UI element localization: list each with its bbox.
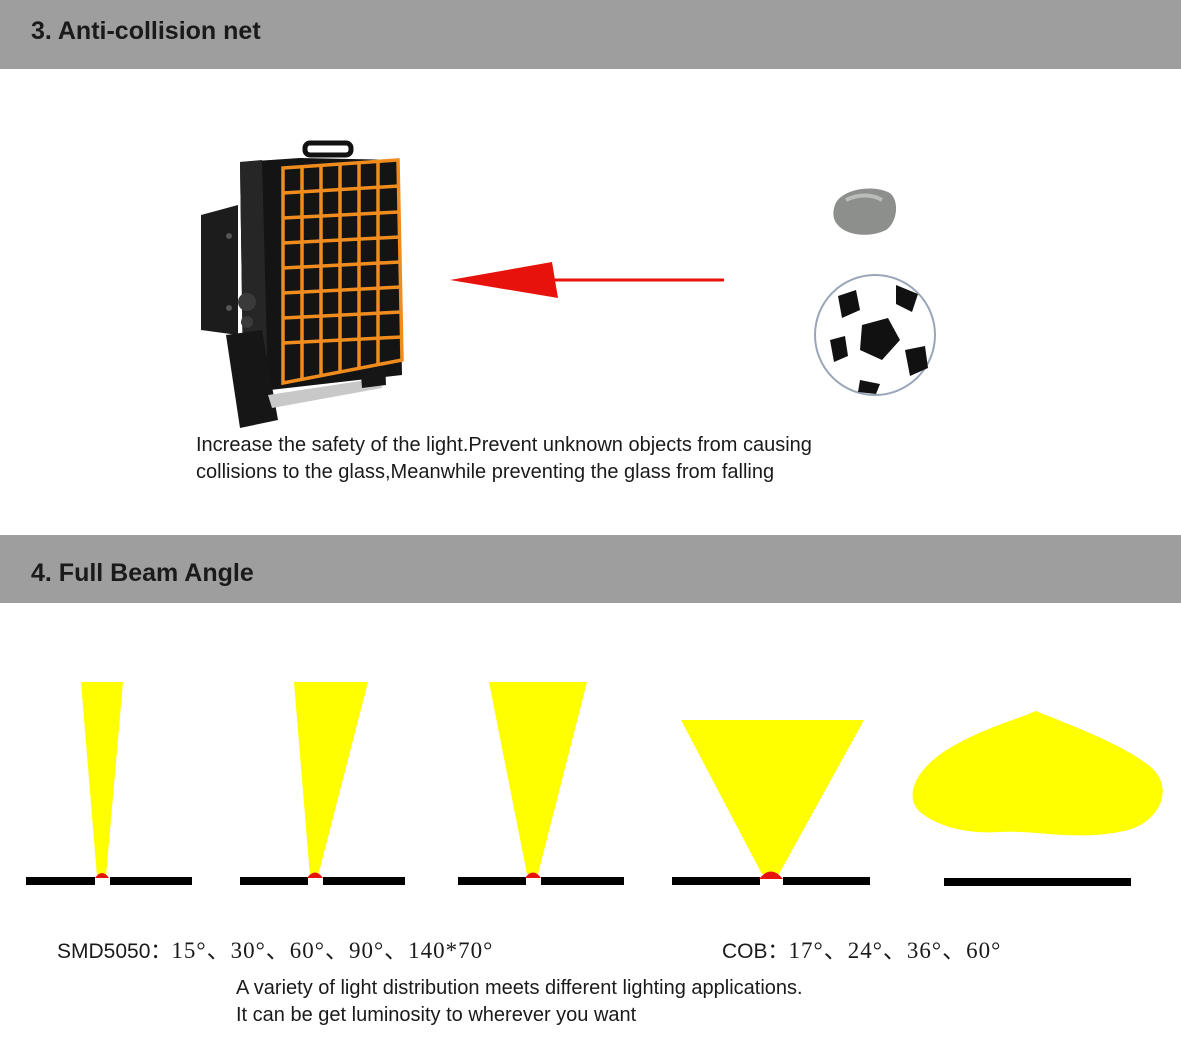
anti-collision-net (281, 158, 404, 386)
screw-icon (226, 233, 232, 239)
section-header-anti-collision: 3. Anti-collision net (0, 0, 1181, 69)
section-header-beam-angle: 4. Full Beam Angle (0, 535, 1181, 603)
screw-icon (226, 305, 232, 311)
mount-bracket (226, 330, 278, 428)
beam-30-diagram (240, 682, 405, 885)
cob-label: COB： (722, 940, 789, 963)
section-title: 3. Anti-collision net (31, 17, 261, 45)
smd-spec: SMD5050：15°、30°、60°、90°、140*70° (57, 931, 493, 965)
caption-line: A variety of light distribution meets di… (236, 977, 803, 999)
beam-15-diagram (26, 682, 192, 885)
mount-rod (268, 378, 382, 408)
beam-60-diagram (458, 682, 624, 885)
light-back-plate (201, 205, 238, 335)
handle (302, 140, 354, 158)
caption-line: It can be get luminosity to wherever you… (236, 1004, 637, 1026)
section-title: 4. Full Beam Angle (31, 559, 254, 587)
smd-angles: 15°、30°、60°、90°、140*70° (171, 938, 494, 963)
impact-arrow-icon (450, 262, 724, 298)
knob-icon (241, 316, 253, 328)
soccer-ball-icon (814, 274, 936, 396)
beam-90-diagram (672, 720, 870, 885)
smd-label: SMD5050： (57, 940, 172, 963)
flood-light-image (201, 140, 404, 428)
beam-140x70-diagram (912, 711, 1163, 886)
beam-caption: A variety of light distribution meets di… (236, 975, 803, 1029)
caption-line: Increase the safety of the light.Prevent… (196, 434, 812, 456)
caption-line: collisions to the glass,Meanwhile preven… (196, 461, 775, 483)
cob-spec: COB：17°、24°、36°、60° (722, 931, 1001, 965)
cob-angles: 17°、24°、36°、60° (788, 938, 1002, 963)
anti-collision-caption: Increase the safety of the light.Prevent… (196, 432, 812, 486)
knob-icon (238, 293, 256, 311)
rock-icon (833, 188, 897, 235)
